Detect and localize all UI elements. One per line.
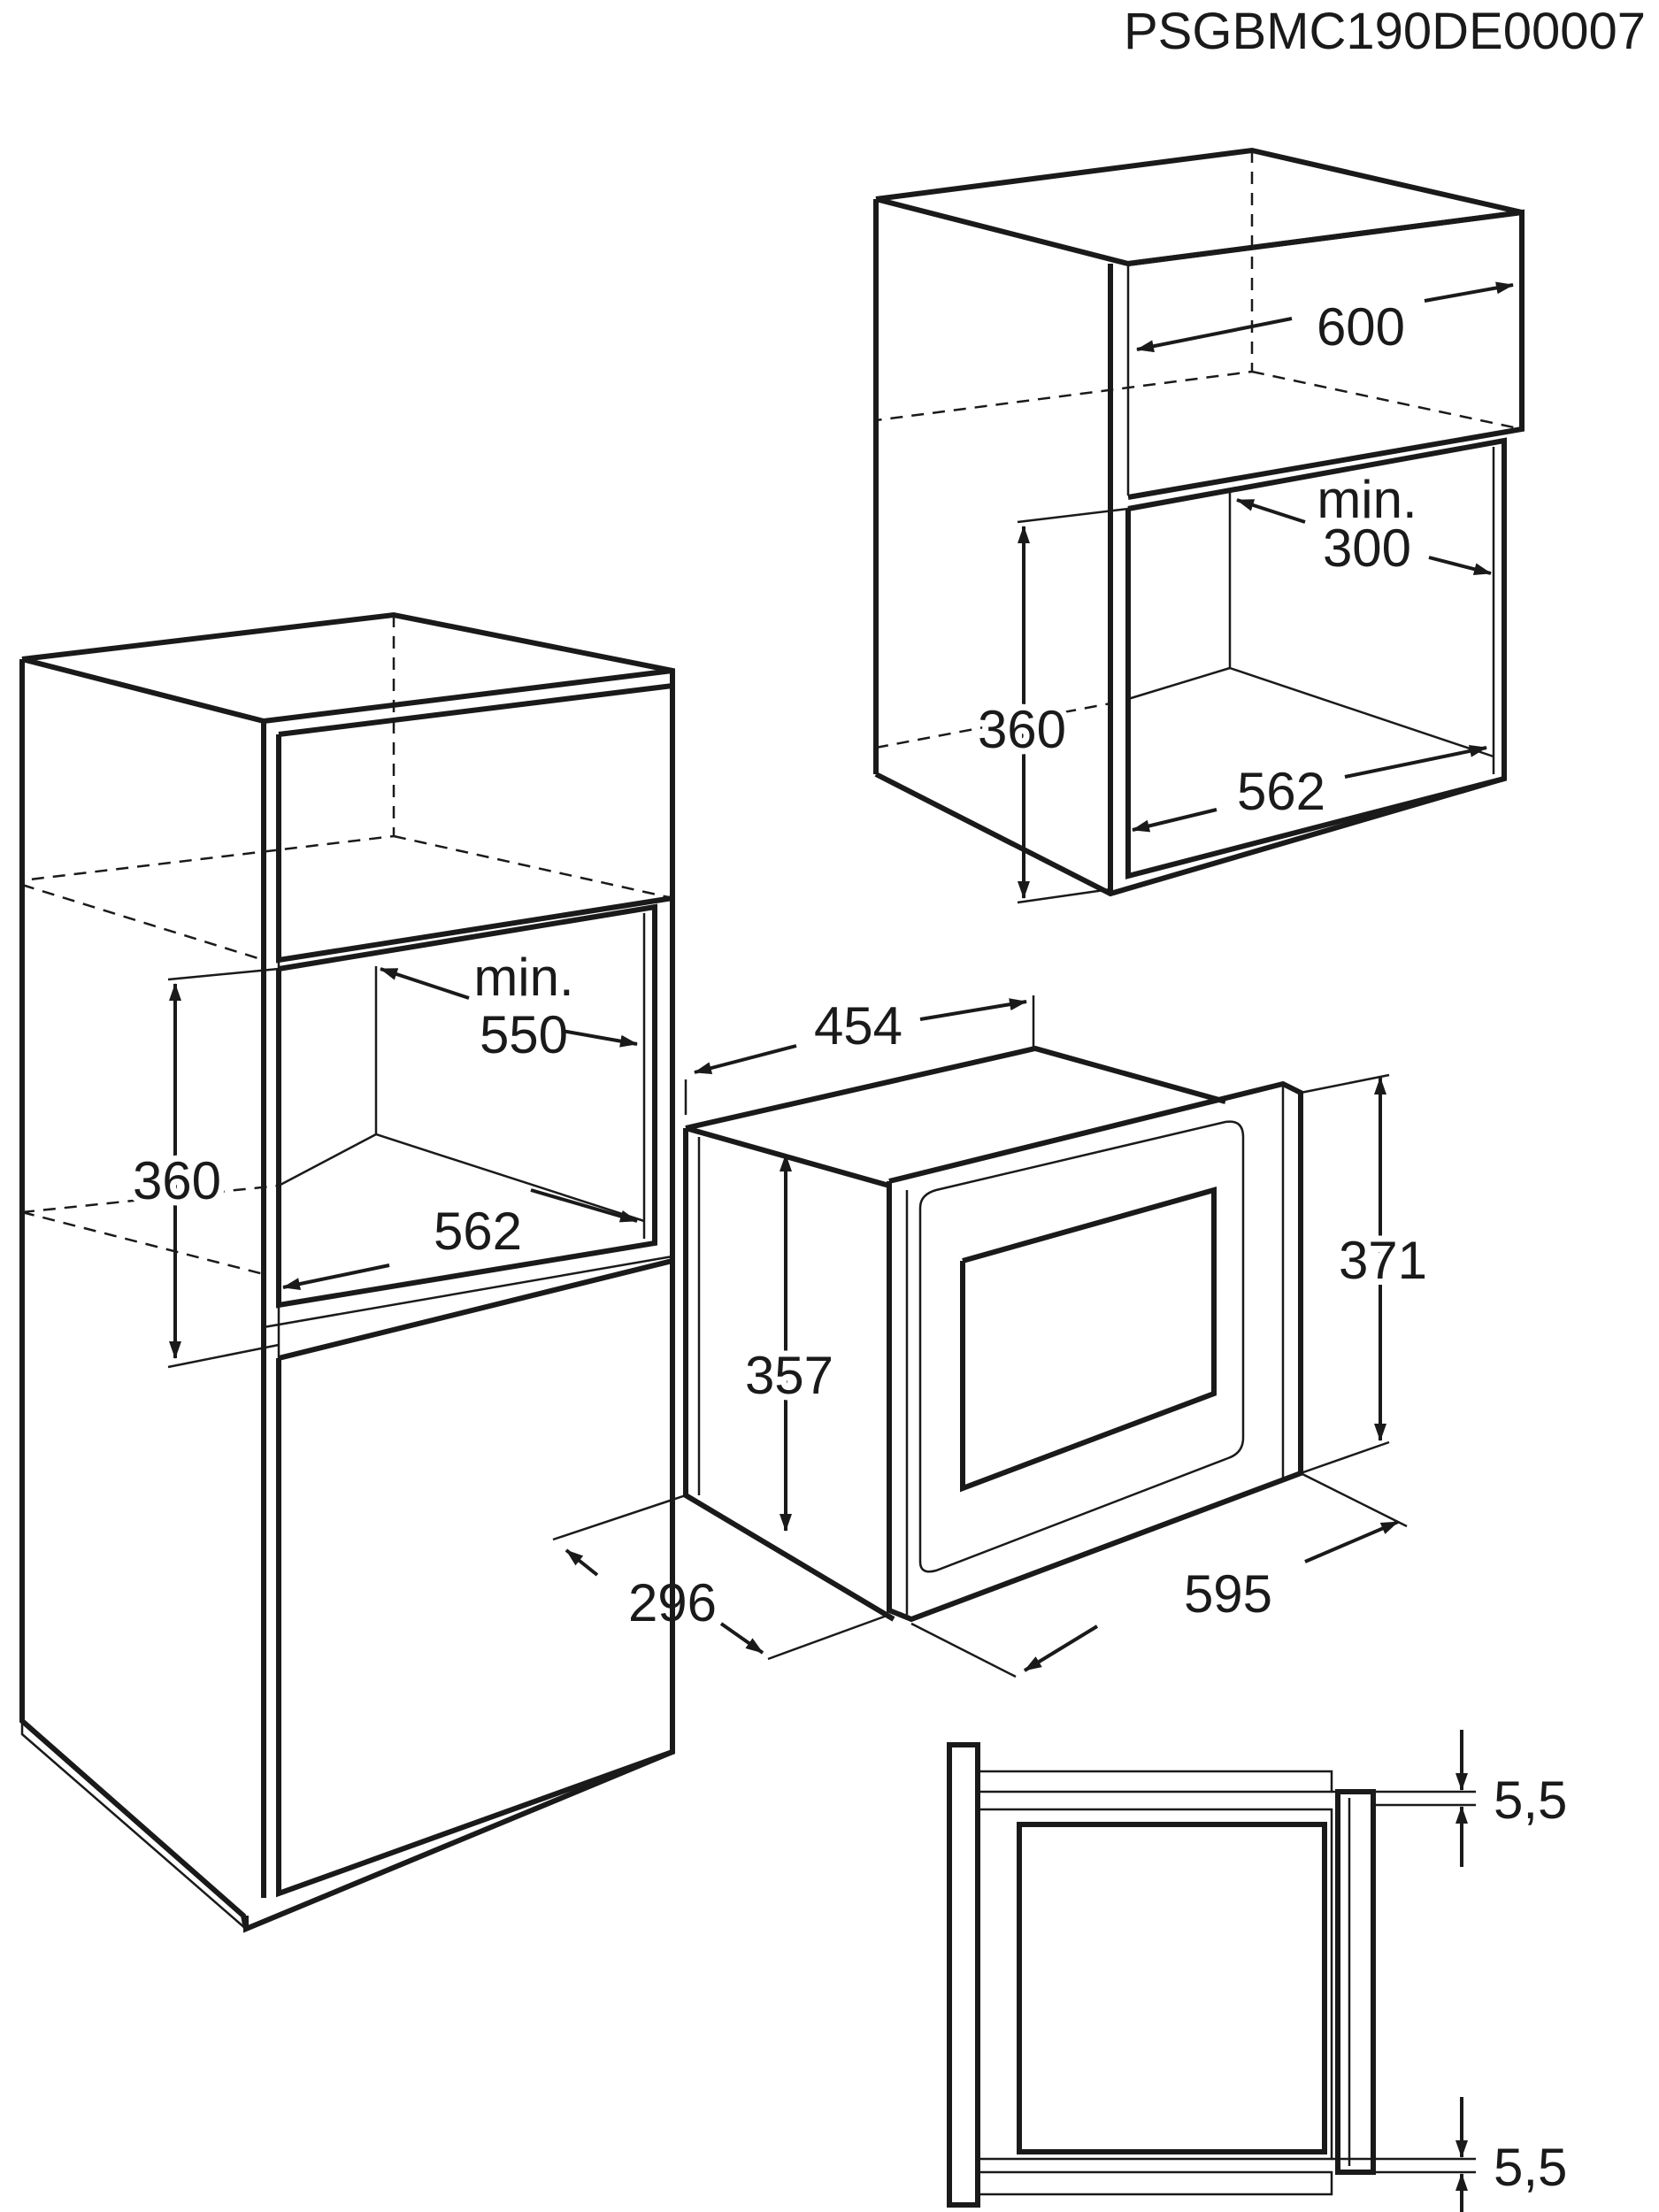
drawing-code: PSGBMC190DE00007 (1124, 3, 1646, 60)
tall-cabinet-dimensions: 360 min. 550 562 (127, 948, 638, 1369)
tall-depth-label-min: min. (473, 948, 573, 1007)
wall-depth-label-min: min. (1317, 470, 1417, 529)
frame-width-label: 595 (1184, 1564, 1272, 1624)
tall-width-label: 562 (434, 1202, 522, 1261)
gap-top-label: 5,5 (1494, 1770, 1567, 1830)
gap-bottom-label: 5,5 (1494, 2138, 1567, 2197)
wall-width-label: 600 (1317, 297, 1405, 357)
wall-cabinet (873, 147, 1525, 897)
tall-cabinet (19, 611, 675, 1933)
frame-height-label: 371 (1339, 1231, 1427, 1290)
wall-width-opening-label: 562 (1237, 762, 1325, 821)
body-depth-label: 454 (814, 996, 902, 1056)
wall-height-label: 360 (978, 700, 1066, 759)
side-detail (947, 1742, 1376, 2208)
body-height-label: 357 (745, 1346, 833, 1405)
wall-cabinet-dimensions: 600 min. 300 360 562 (972, 281, 1514, 904)
appliance-dimensions: 454 357 371 296 595 (552, 995, 1433, 1678)
wall-depth-label-value: 300 (1323, 518, 1411, 578)
side-detail-dimensions: 5,5 5,5 (1332, 1730, 1567, 2212)
tall-depth-label-value: 550 (480, 1005, 568, 1064)
appliance (683, 1045, 1303, 1623)
tall-height-label: 360 (133, 1151, 221, 1210)
depth-front-label: 296 (628, 1573, 717, 1632)
